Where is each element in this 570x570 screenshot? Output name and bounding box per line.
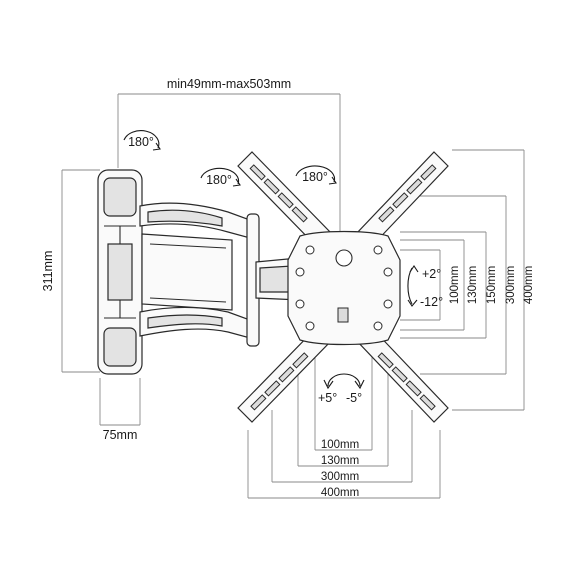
hdim-400: 400mm (321, 487, 359, 499)
vdim-150: 150mm (486, 266, 498, 304)
wall-plate (97, 169, 143, 375)
vdim-400: 400mm (523, 266, 535, 304)
dimension-lines (61, 93, 525, 499)
wall-rotation-label: 180° (128, 135, 154, 149)
rotate-wall-arrow-icon (123, 130, 160, 149)
tilt-arrow-icon (407, 267, 413, 305)
swing-arm (139, 202, 301, 347)
rotation-arrows (123, 130, 419, 390)
hdim-130: 130mm (321, 455, 359, 467)
swivel-left-label: +5° (318, 391, 337, 405)
rotate-head-arrow-icon (295, 165, 336, 183)
hdim-300: 300mm (321, 471, 359, 483)
vdim-300: 300mm (505, 266, 517, 304)
vdim-130: 130mm (467, 266, 479, 304)
wall-width-label: 75mm (103, 428, 138, 442)
tilt-down-label: -12° (420, 295, 443, 309)
vdim-100: 100mm (449, 266, 461, 304)
wall-height-label: 311mm (41, 251, 55, 292)
rotate-elbow-arrow-icon (200, 167, 240, 185)
tv-bracket (237, 151, 449, 423)
hdim-100: 100mm (321, 439, 359, 451)
arm-extension-label: min49mm-max503mm (167, 77, 291, 91)
tilt-up-label: +2° (422, 267, 441, 281)
elbow-rotation-label: 180° (206, 173, 232, 187)
head-rotation-label: 180° (302, 170, 328, 184)
swivel-arrow-icon (327, 373, 361, 387)
swivel-right-label: -5° (346, 391, 362, 405)
